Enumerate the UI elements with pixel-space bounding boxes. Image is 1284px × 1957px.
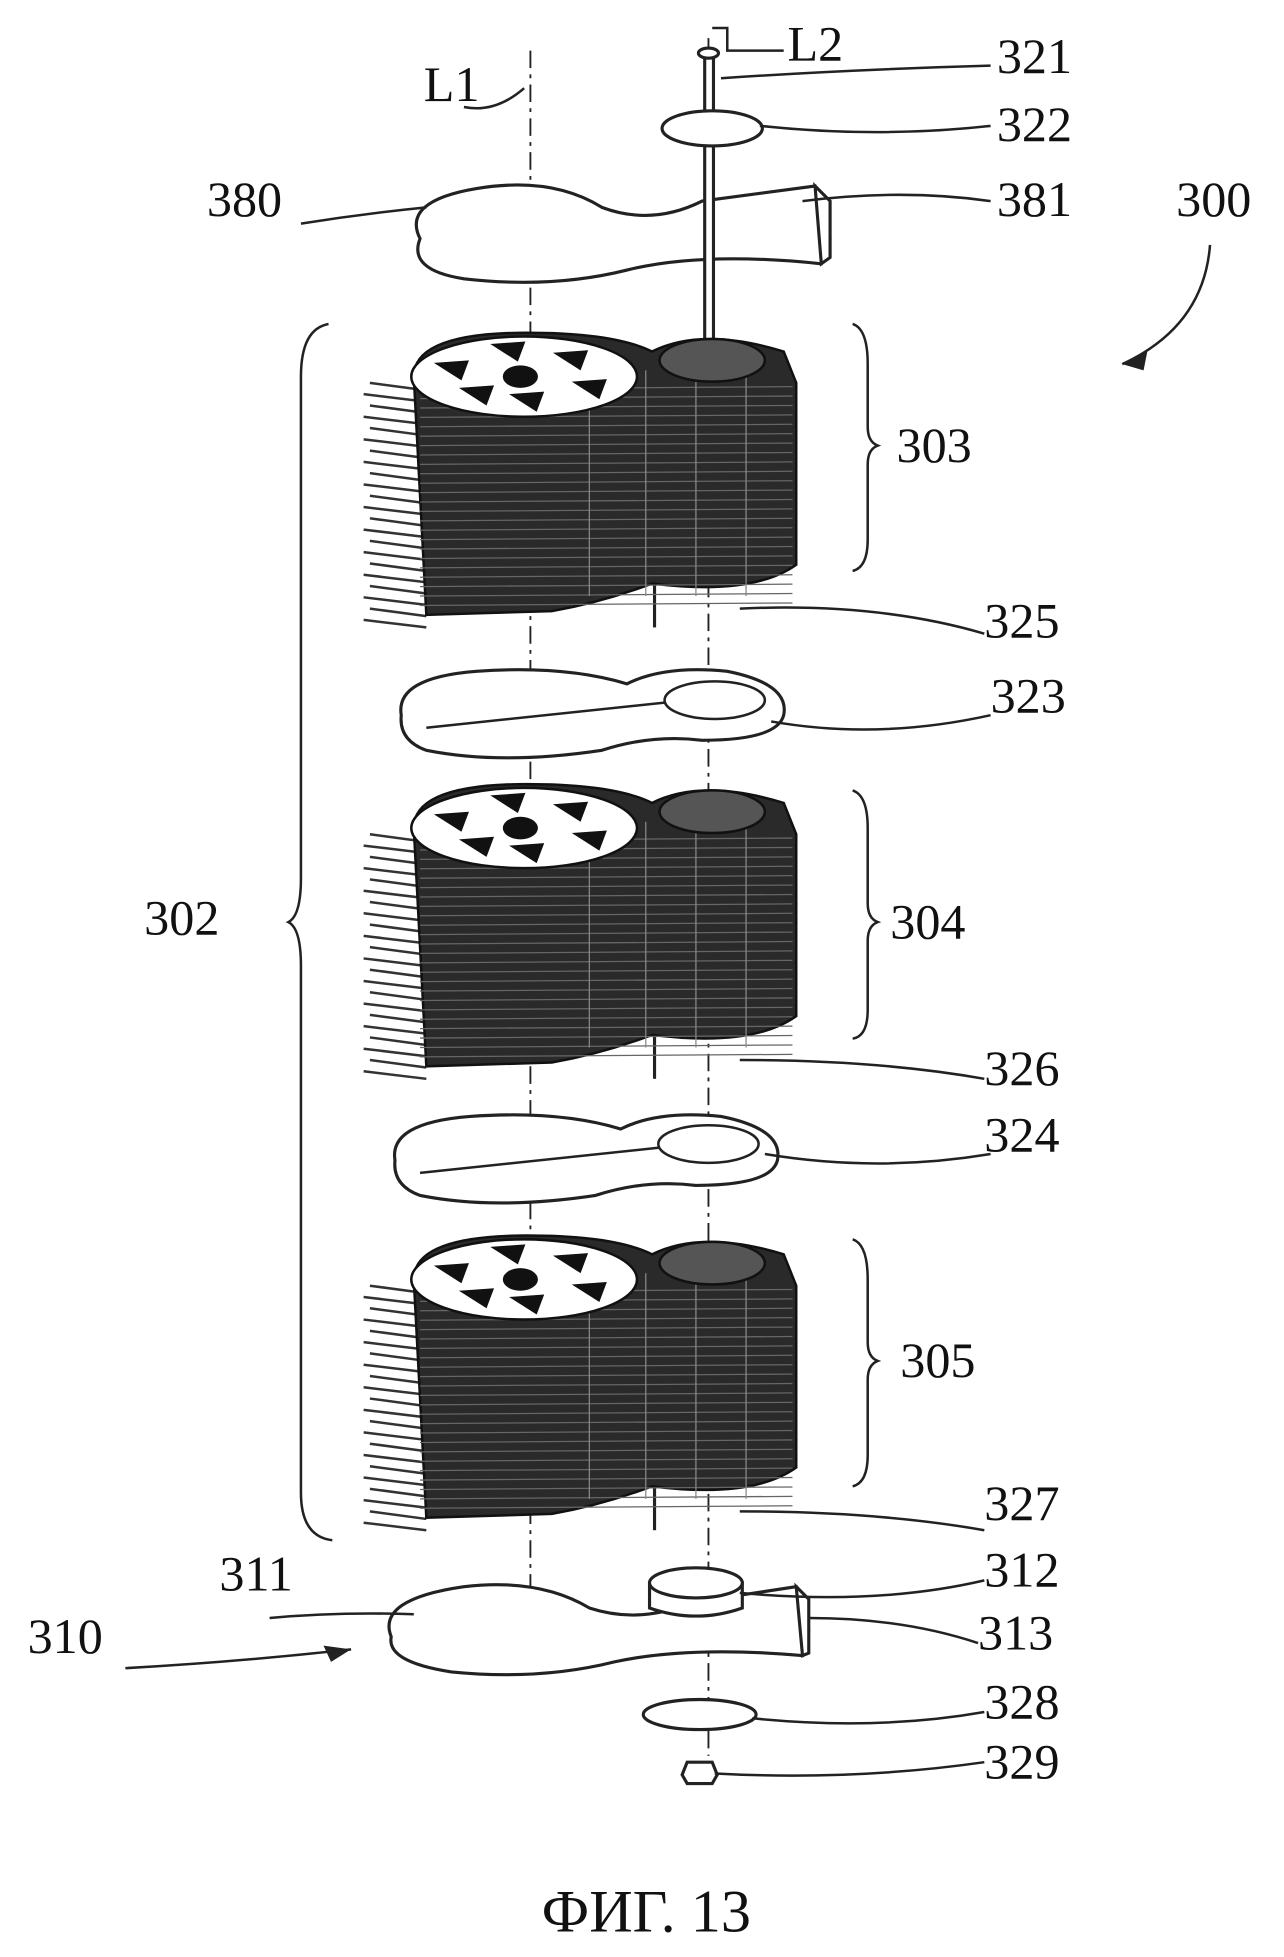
nut-329 bbox=[682, 1762, 717, 1783]
ring-324 bbox=[395, 1115, 778, 1203]
fin bbox=[364, 1432, 427, 1440]
fin bbox=[364, 1410, 427, 1418]
fin bbox=[364, 597, 427, 605]
fin bbox=[370, 970, 426, 978]
label-322: 322 bbox=[997, 96, 1072, 152]
fin bbox=[370, 496, 426, 504]
fin bbox=[370, 586, 426, 594]
tube-opening bbox=[660, 790, 765, 833]
label-304: 304 bbox=[890, 893, 965, 949]
fin bbox=[364, 552, 427, 560]
fin bbox=[364, 913, 427, 921]
fin bbox=[370, 541, 426, 549]
fin bbox=[364, 1523, 427, 1531]
label-381: 381 bbox=[997, 171, 1072, 227]
label-l1: L1 bbox=[424, 56, 480, 112]
washer-328 bbox=[643, 1699, 756, 1729]
center-hole bbox=[503, 817, 538, 840]
fin bbox=[364, 1387, 427, 1395]
fin bbox=[370, 947, 426, 955]
label-302: 302 bbox=[144, 890, 219, 946]
base-plate-310 bbox=[389, 1568, 809, 1675]
label-325: 325 bbox=[984, 592, 1059, 648]
label-323: 323 bbox=[991, 668, 1066, 724]
stack-305 bbox=[364, 1236, 797, 1531]
arrow-310-icon bbox=[324, 1646, 352, 1662]
label-312: 312 bbox=[984, 1542, 1059, 1598]
fin bbox=[370, 1060, 426, 1068]
fin bbox=[370, 1489, 426, 1497]
fin bbox=[364, 936, 427, 944]
fin bbox=[364, 530, 427, 538]
fin bbox=[370, 1444, 426, 1452]
figure-caption: ФИГ. 13 bbox=[542, 1878, 751, 1945]
fin bbox=[364, 1004, 427, 1012]
fin bbox=[364, 1365, 427, 1373]
fin bbox=[370, 518, 426, 526]
fin bbox=[370, 1466, 426, 1474]
label-300: 300 bbox=[1176, 171, 1251, 227]
tube-opening bbox=[660, 1242, 765, 1285]
fin bbox=[370, 1015, 426, 1023]
fin bbox=[364, 958, 427, 966]
label-313: 313 bbox=[978, 1604, 1053, 1660]
fin bbox=[364, 484, 427, 492]
label-303: 303 bbox=[897, 417, 972, 473]
fin bbox=[364, 620, 427, 628]
fin bbox=[364, 462, 427, 470]
center-hole bbox=[503, 1268, 538, 1291]
washer-322 bbox=[662, 111, 762, 146]
center-hole bbox=[503, 365, 538, 388]
fin bbox=[370, 1037, 426, 1045]
fin bbox=[364, 1500, 427, 1508]
label-310: 310 bbox=[28, 1608, 103, 1664]
fin bbox=[370, 1399, 426, 1407]
brace-305 bbox=[853, 1239, 878, 1486]
fin bbox=[364, 1049, 427, 1057]
ring-312 bbox=[650, 1568, 743, 1598]
label-327: 327 bbox=[984, 1475, 1059, 1531]
stack-304 bbox=[364, 784, 797, 1079]
top-plate-380 bbox=[416, 185, 830, 282]
fin bbox=[370, 1511, 426, 1519]
label-324: 324 bbox=[984, 1107, 1059, 1163]
label-380: 380 bbox=[207, 171, 282, 227]
fin bbox=[364, 1455, 427, 1463]
brace-302 bbox=[288, 324, 332, 1540]
ring-323 bbox=[401, 670, 784, 758]
tube-opening bbox=[660, 339, 765, 382]
label-305: 305 bbox=[900, 1332, 975, 1388]
fin bbox=[364, 1478, 427, 1486]
fin bbox=[370, 1421, 426, 1429]
stack-303 bbox=[364, 333, 797, 628]
fin bbox=[364, 575, 427, 583]
fin bbox=[364, 507, 427, 515]
fin bbox=[370, 609, 426, 617]
fin bbox=[370, 992, 426, 1000]
brace-304 bbox=[853, 790, 878, 1038]
label-321: 321 bbox=[997, 28, 1072, 84]
fin bbox=[364, 1026, 427, 1034]
label-l2: L2 bbox=[787, 16, 843, 72]
fin bbox=[370, 563, 426, 571]
label-311: 311 bbox=[219, 1545, 292, 1601]
label-328: 328 bbox=[984, 1673, 1059, 1729]
fin bbox=[364, 1071, 427, 1079]
label-326: 326 bbox=[984, 1040, 1059, 1096]
brace-303 bbox=[853, 324, 878, 571]
fin bbox=[364, 981, 427, 989]
label-329: 329 bbox=[984, 1733, 1059, 1789]
